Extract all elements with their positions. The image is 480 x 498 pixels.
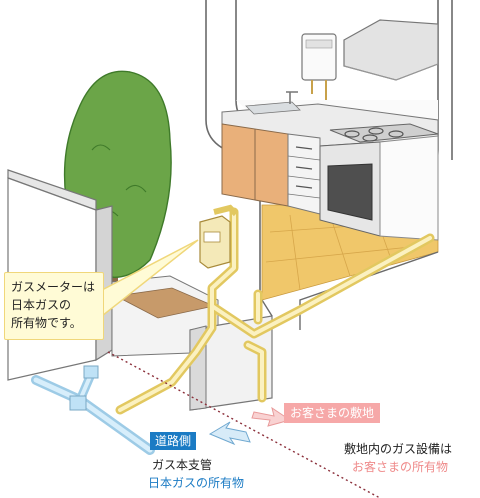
main-gas-pipe [31, 365, 155, 455]
burner-icons [344, 127, 404, 142]
road-side-tag: 道路側 [150, 432, 197, 450]
main-pipe-owner-label: 日本ガスの所有物 [148, 476, 245, 490]
oven-window [327, 163, 373, 221]
callout-line-2: 日本ガスの [11, 298, 72, 312]
property-boundary-line [107, 351, 381, 498]
callout-line-3: 所有物です。 [11, 316, 82, 330]
cabinet-drawers [287, 133, 321, 215]
main-pipe-label: ガス本支管 [152, 458, 213, 472]
range-hood-icon [343, 19, 439, 81]
callout-line-1: ガスメーターは [11, 280, 96, 294]
water-heater-icon [301, 33, 337, 100]
arrow-left-blue-icon [208, 421, 251, 446]
premises-equipment-label: 敷地内のガス設備は [344, 442, 453, 456]
faucet-icon [286, 91, 298, 104]
arrow-right-pink-icon [251, 406, 292, 427]
gas-meter-icon [199, 204, 239, 269]
stove-top [329, 123, 439, 143]
premises-equipment-owner-label: お客さまの所有物 [352, 460, 449, 474]
premises-tag: お客さまの敷地 [284, 403, 381, 423]
sink [245, 101, 301, 115]
gas-meter-callout: ガスメーターは 日本ガスの 所有物です。 [4, 272, 104, 340]
